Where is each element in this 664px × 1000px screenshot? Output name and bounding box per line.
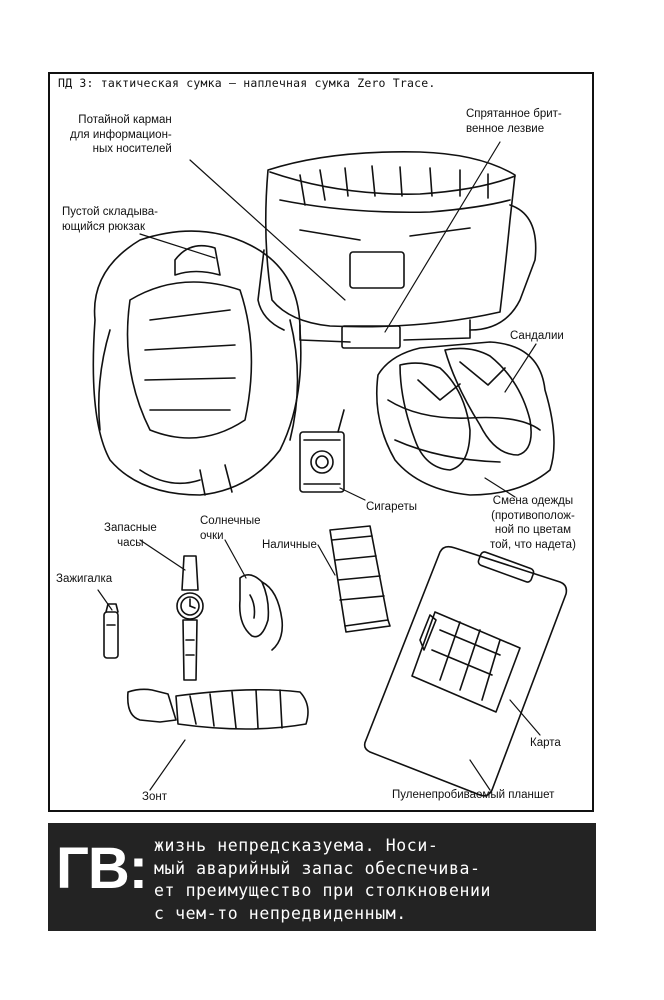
label-secret-pocket: Потайной карман для информацион- ных нос… — [70, 114, 172, 155]
label-clipboard: Пуленепробиваемый планшет — [392, 789, 555, 801]
umbrella — [126, 688, 309, 730]
messenger-bag — [257, 151, 537, 349]
spare-watch — [176, 555, 204, 681]
figure-heading: ПД 3: тактическая сумка — наплечная сумк… — [58, 76, 436, 90]
callout-mark: ГВ: — [56, 836, 148, 901]
label-cigarettes: Сигареты — [366, 501, 418, 513]
leader-lines — [97, 141, 541, 791]
label-sunglasses: Солнечные очки — [200, 515, 261, 542]
callout-text: жизнь непредсказуема. Носи- мый аварийны… — [154, 836, 492, 923]
cash-stack — [329, 525, 391, 633]
callout-box: ГВ: жизнь непредсказуема. Носи- мый авар… — [48, 823, 596, 931]
cigarettes-pack — [299, 409, 345, 493]
label-lighter: Зажигалка — [56, 573, 113, 585]
clothes-and-sandals — [375, 341, 555, 496]
label-watch: Запасные часы — [104, 522, 157, 549]
sunglasses — [238, 574, 284, 651]
label-backpack: Пустой складыва- ющийся рюкзак — [62, 206, 158, 233]
backpack — [92, 230, 302, 496]
label-sandals: Сандалии — [510, 330, 564, 342]
lighter — [103, 603, 119, 659]
label-map: Карта — [530, 737, 561, 749]
label-razor: Спрятанное брит- венное лезвие — [466, 108, 562, 135]
illustration-frame — [48, 72, 594, 812]
label-umbrella: Зонт — [142, 791, 167, 803]
clipboard-with-map — [363, 545, 568, 797]
label-cash: Наличные — [262, 539, 317, 551]
label-clothes: Смена одежды (противополож- ной по цвета… — [490, 495, 576, 551]
